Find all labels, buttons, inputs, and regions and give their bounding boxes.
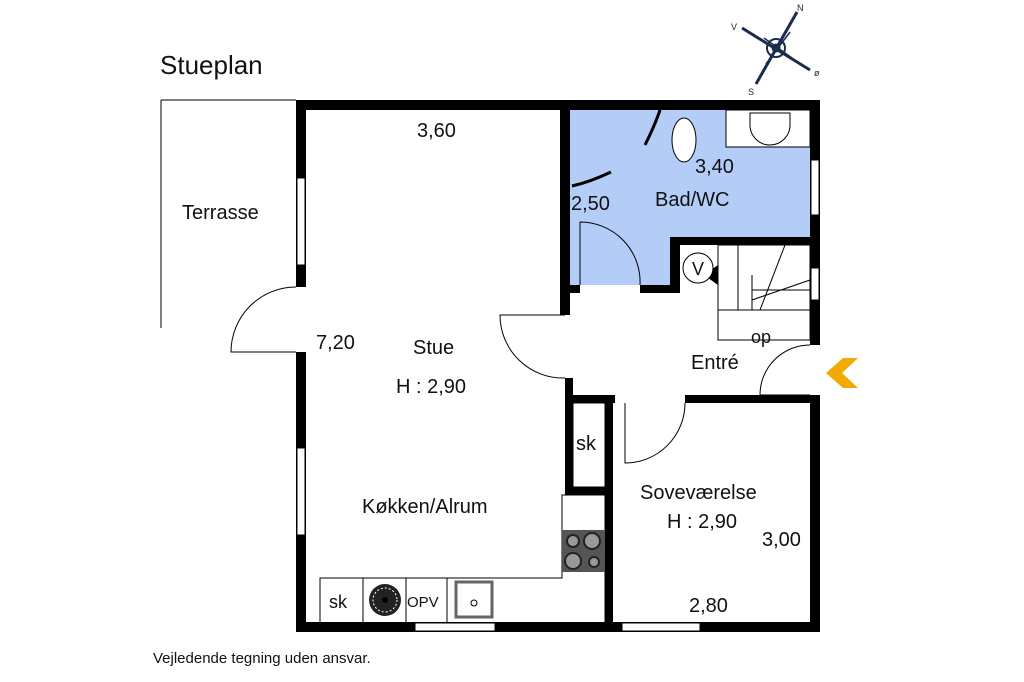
terrace-outline — [160, 99, 296, 328]
bedroom-depth: 3,00 — [762, 529, 801, 551]
living-label: Stue — [413, 337, 454, 359]
closet-label: sk — [576, 433, 597, 455]
compass-icon: N V ø S — [731, 3, 820, 97]
living-length: 7,20 — [316, 332, 355, 354]
bath-depth: 2,50 — [571, 193, 610, 215]
windows — [296, 159, 820, 632]
sink-icon — [749, 112, 791, 146]
living-height: H : 2,90 — [396, 376, 466, 398]
doors — [230, 221, 811, 464]
bath-label: Bad/WC — [655, 189, 729, 211]
shower-curtain-2 — [571, 170, 612, 188]
disclaimer: Vejledende tegning uden ansvar. — [153, 650, 371, 667]
bedroom-width: 2,80 — [689, 595, 728, 617]
entry-label: Entré — [691, 352, 739, 374]
compass-north: N — [797, 3, 804, 13]
kitchen-cabinet-label: sk — [329, 592, 348, 612]
stove-burners — [564, 532, 601, 570]
terrace-label: Terrasse — [182, 202, 259, 224]
bedroom-label: Soveværelse — [640, 482, 757, 504]
bath-width: 3,40 — [695, 156, 734, 178]
valve-icon — [682, 252, 714, 284]
kitchen-sink-drain — [470, 599, 478, 607]
compass-south: S — [748, 87, 754, 97]
compass-east: ø — [814, 68, 820, 78]
shower-curtain — [643, 109, 662, 146]
compass-west: V — [731, 22, 737, 32]
living-width: 3,60 — [417, 120, 456, 142]
toilet-icon — [671, 117, 697, 163]
bathroom-floor — [570, 110, 810, 285]
closet — [572, 402, 606, 488]
plan-title: Stueplan — [160, 50, 263, 80]
bedroom-height: H : 2,90 — [667, 511, 737, 533]
entrance-arrow-icon — [826, 358, 858, 388]
kitchen-label: Køkken/Alrum — [362, 496, 488, 518]
staircase[interactable] — [717, 244, 811, 341]
valve-label: V — [692, 259, 704, 279]
kitchen-sink-icon — [454, 580, 494, 619]
dishwasher-label: OPV — [407, 594, 439, 611]
stairs-up-label: op — [751, 327, 771, 347]
fan-icon — [369, 584, 401, 616]
